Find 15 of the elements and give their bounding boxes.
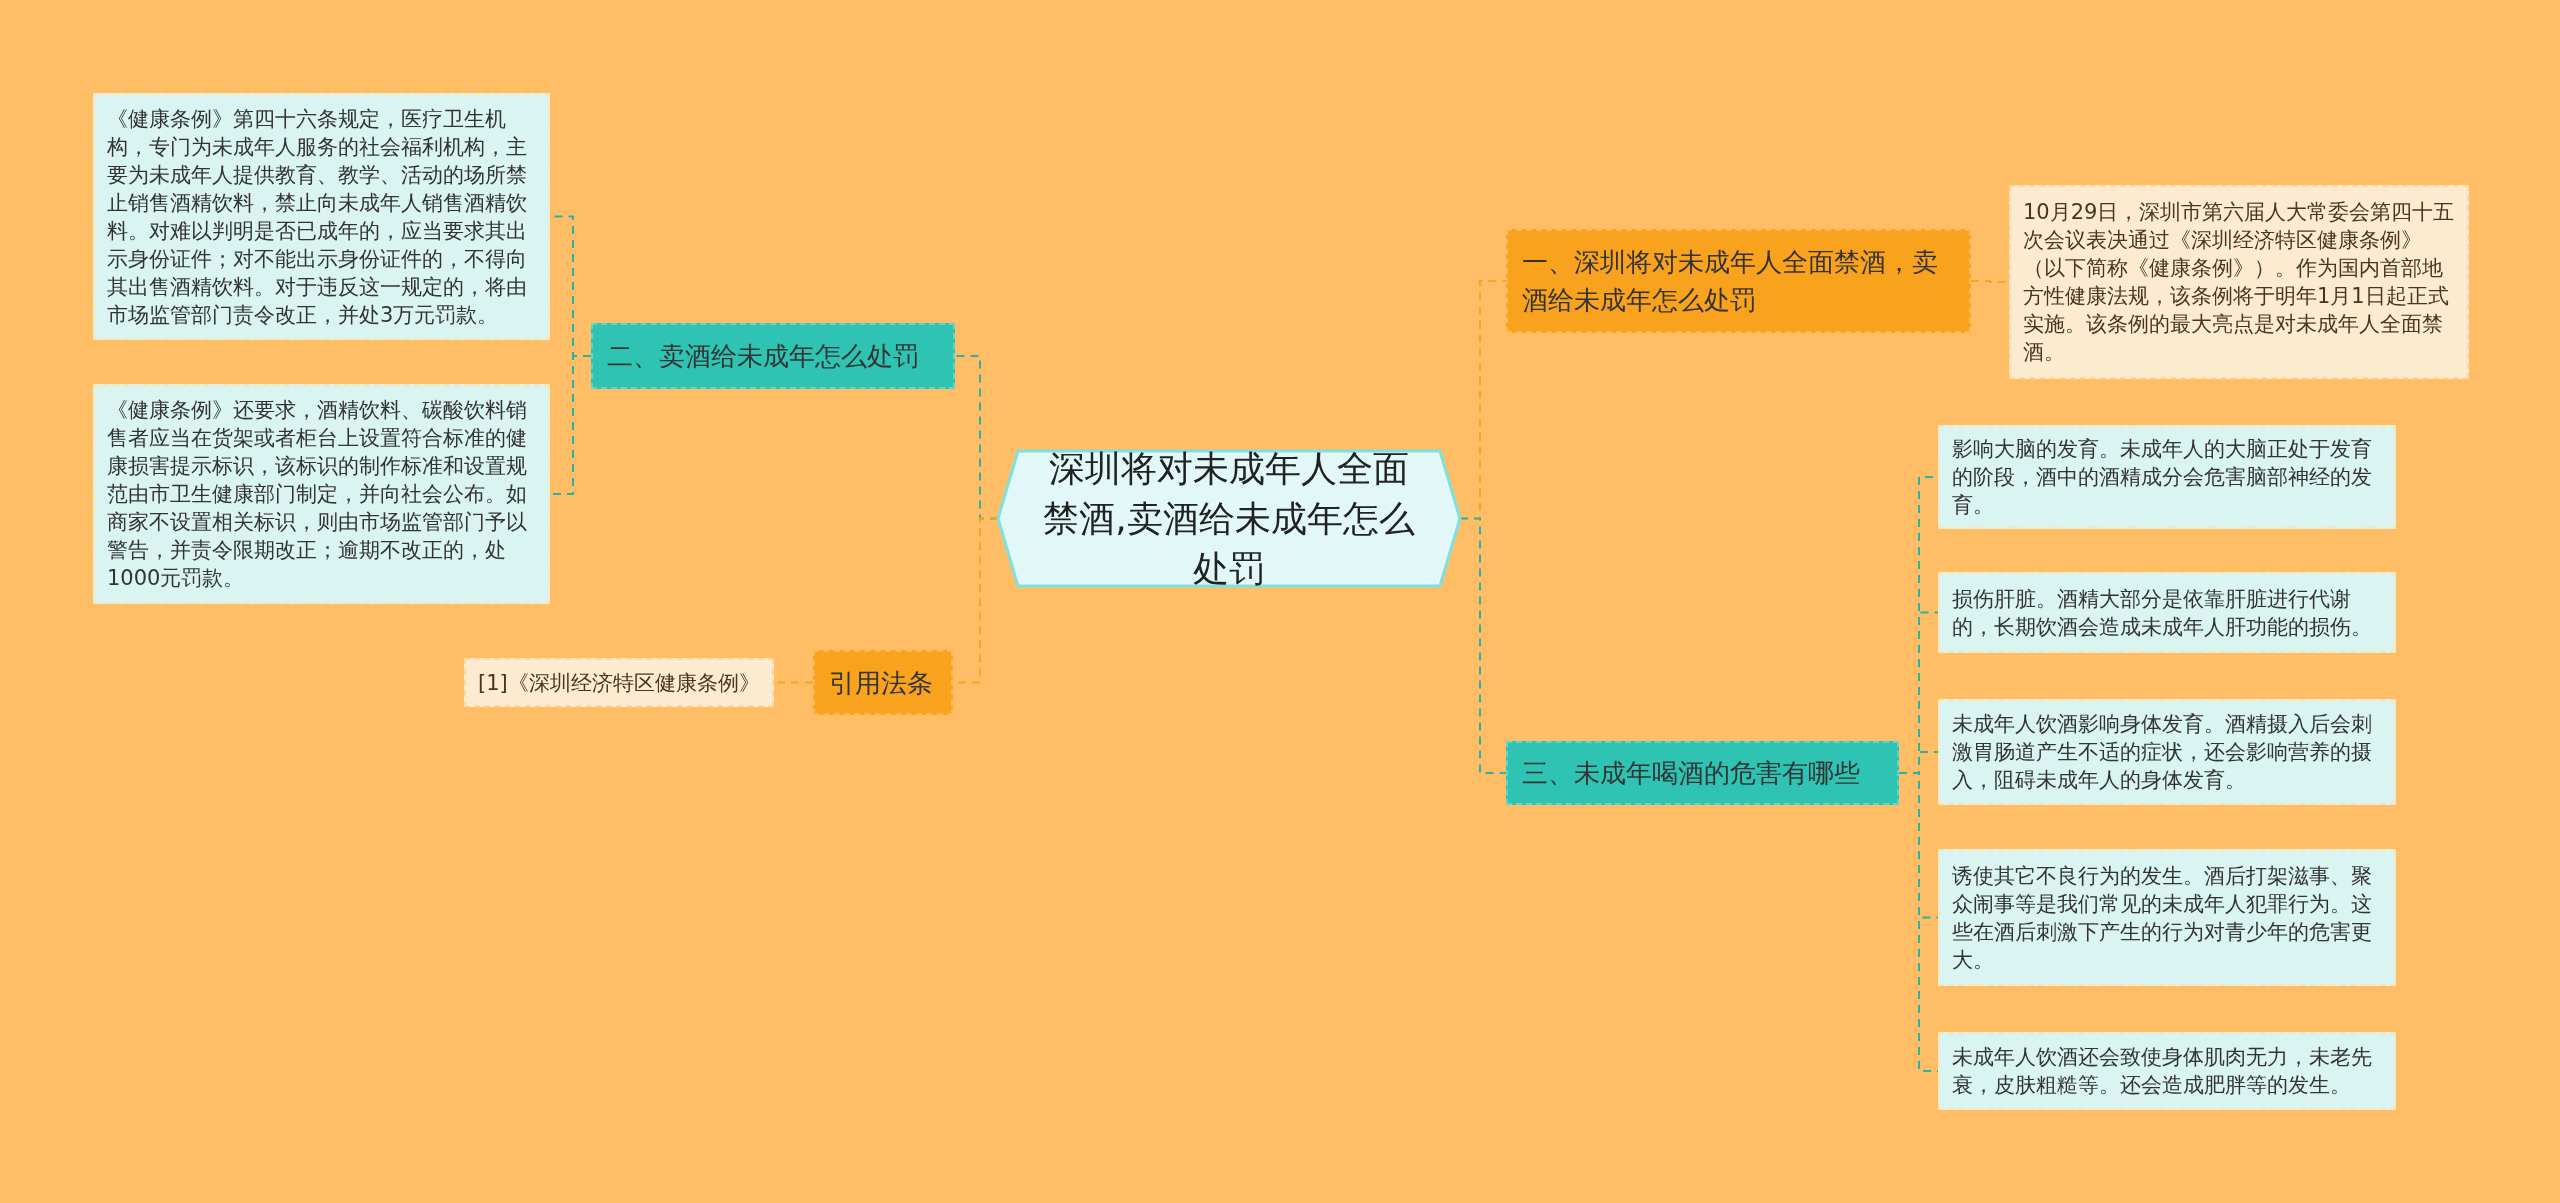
text-card: 《健康条例》第四十六条规定，医疗卫生机构，专门为未成年人服务的社会福利机构，主要为未成年人提供教育、教学、活动的场所禁止销售酒精饮料，禁止向未成年人销售酒精饮料。对难以判明是否已成年的，应当要求其出示身份证件；对不能出示身份证件的，不得向其出售酒精饮料。对于违反这一规定的，将由市场监管部门责令改正，并处3万元罚款。 xyxy=(93,93,550,340)
text-card: 影响大脑的发育。未成年人的大脑正处于发育的阶段，酒中的酒精成分会危害脑部神经的发育。 xyxy=(1938,425,2396,529)
text-card: 10月29日，深圳市第六届人大常委会第四十五次会议表决通过《深圳经济特区健康条例》（以下简称《健康条例》）。作为国内首部地方性健康法规，该条例将于明年1月1日起正式实施。该条例的最大亮点是对未成年人全面禁酒。 xyxy=(2009,185,2469,379)
text-card: [1]《深圳经济特区健康条例》 xyxy=(464,658,774,707)
text-card: 未成年人饮酒影响身体发育。酒精摄入后会刺激胃肠道产生不适的症状，还会影响营养的摄入，阻碍未成年人的身体发育。 xyxy=(1938,699,2396,805)
central-topic: 深圳将对未成年人全面禁酒,卖酒给未成年怎么处罚 xyxy=(996,449,1462,588)
text-card: 《健康条例》还要求，酒精饮料、碳酸饮料销售者应当在货架或者柜台上设置符合标准的健康损害提示标识，该标识的制作标准和设置规范由市卫生健康部门制定，并向社会公布。如商家不设置相关标识，则由市场监管部门予以警告，并责令限期改正；逾期不改正的，处1000元罚款。 xyxy=(93,384,550,604)
topic-box: 引用法条 xyxy=(813,650,953,715)
text-card: 未成年人饮酒还会致使身体肌肉无力，未老先衰，皮肤粗糙等。还会造成肥胖等的发生。 xyxy=(1938,1032,2396,1110)
text-card: 损伤肝脏。酒精大部分是依靠肝脏进行代谢的，长期饮酒会造成未成年人肝功能的损伤。 xyxy=(1938,572,2396,653)
connector-line xyxy=(1459,517,1507,774)
text-card: 诱使其它不良行为的发生。酒后打架滋事、聚众闹事等是我们常见的未成年人犯罪行为。这些在酒后刺激下产生的行为对青少年的危害更大。 xyxy=(1938,849,2396,986)
topic-box: 二、卖酒给未成年怎么处罚 xyxy=(591,323,955,389)
topic-box: 一、深圳将对未成年人全面禁酒，卖酒给未成年怎么处罚 xyxy=(1506,229,1971,333)
topic-box: 三、未成年喝酒的危害有哪些 xyxy=(1506,741,1899,805)
